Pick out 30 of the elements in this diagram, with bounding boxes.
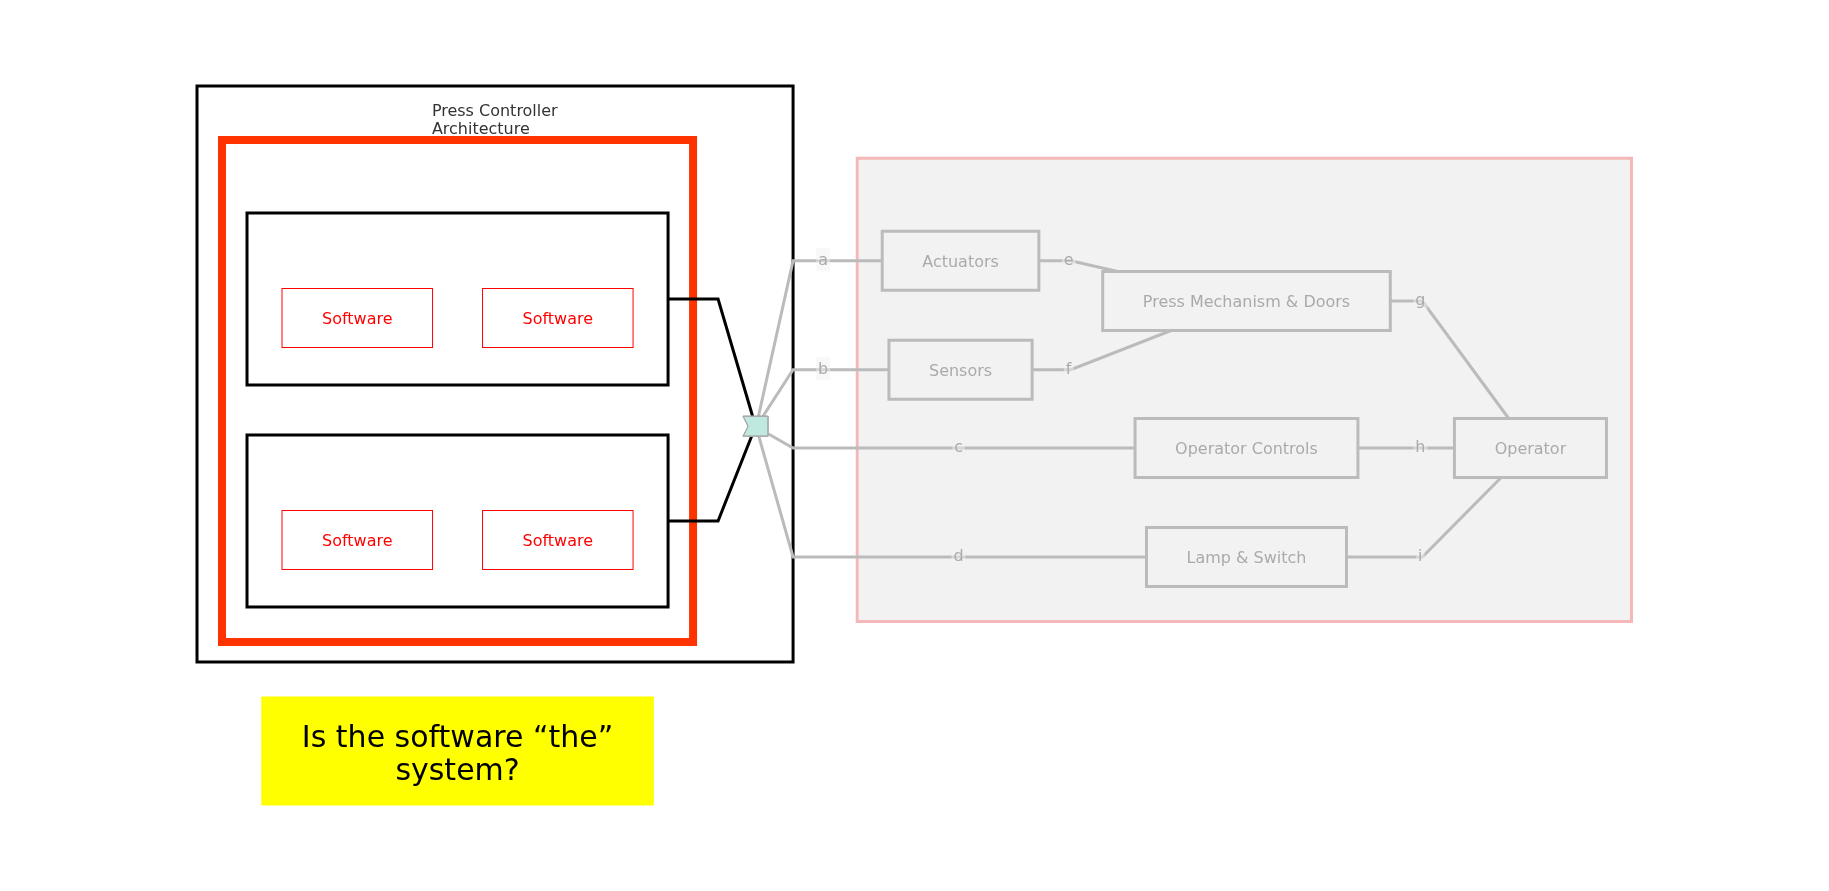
node-box: Press Mechanism & Doors [1101, 270, 1393, 332]
connector [757, 259, 883, 418]
connector [1358, 446, 1455, 450]
node-box: Operator Controls [1133, 417, 1360, 479]
edge-label: c [954, 437, 964, 457]
connector [668, 297, 755, 417]
cluster [218, 136, 698, 646]
edge-label: d [953, 546, 964, 566]
edge-label: i [1418, 546, 1423, 566]
node-box: Operator [1453, 417, 1609, 479]
node-box: Software [281, 510, 434, 570]
edge-label: h [1415, 437, 1426, 457]
edge-label: g [1415, 290, 1426, 310]
connector [668, 435, 754, 523]
node-box: Sensors [887, 338, 1034, 401]
node-box: Software [482, 288, 634, 348]
edge-label: e [1064, 250, 1074, 270]
edge-label: b [818, 359, 829, 379]
connector [768, 432, 1136, 450]
node-box: Actuators [881, 229, 1041, 292]
node-box: Is the software “the” system? [261, 696, 655, 806]
cluster [245, 211, 670, 387]
node-box: Lamp & Switch [1145, 526, 1349, 588]
edge-label: f [1066, 359, 1072, 379]
node-box: Software [482, 510, 634, 570]
edge-label: a [818, 250, 829, 270]
connector [761, 368, 890, 418]
node-box: Software [281, 288, 434, 348]
cluster [856, 156, 1634, 623]
cluster [245, 433, 670, 609]
